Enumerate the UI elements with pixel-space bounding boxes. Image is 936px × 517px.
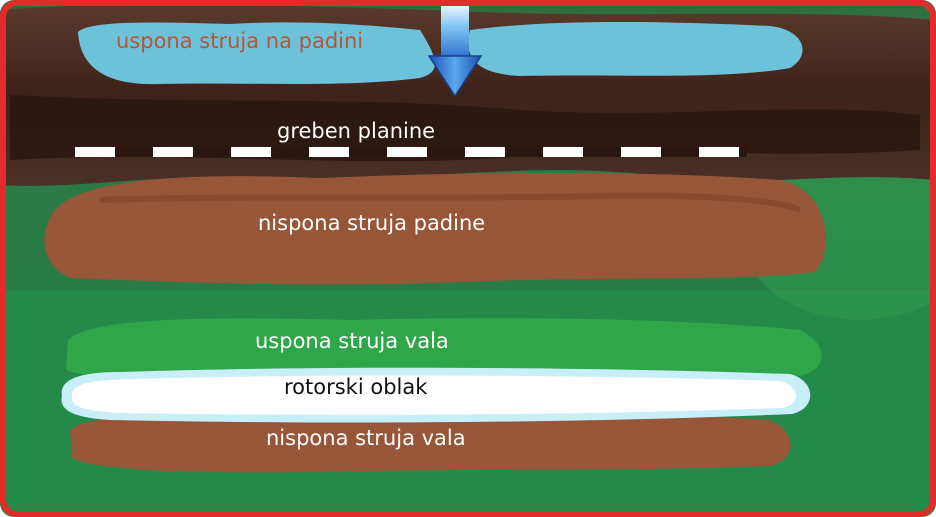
rotor-cloud: [61, 367, 811, 423]
upslope-current-band: [78, 22, 435, 85]
label-upslope-current: uspona struja na padini: [116, 29, 364, 53]
upslope-current-band-right: [468, 22, 803, 76]
label-rotor-cloud: rotorski oblak: [284, 375, 428, 399]
label-wave-upward-current: uspona struja vala: [255, 329, 449, 353]
label-ridge: greben planine: [277, 119, 436, 143]
mountain-shadow: [10, 95, 920, 162]
label-downslope-current: nispona struja padine: [258, 211, 486, 235]
wave-downward-current-band: [70, 412, 791, 473]
label-wave-downward-current: nispona struja vala: [266, 426, 466, 450]
ridge-line: [75, 147, 747, 157]
wave-upward-current-band: [66, 318, 822, 381]
downslope-texture: [99, 192, 802, 213]
downslope-current-band: [44, 173, 826, 285]
arrow-down-icon: [427, 6, 483, 98]
